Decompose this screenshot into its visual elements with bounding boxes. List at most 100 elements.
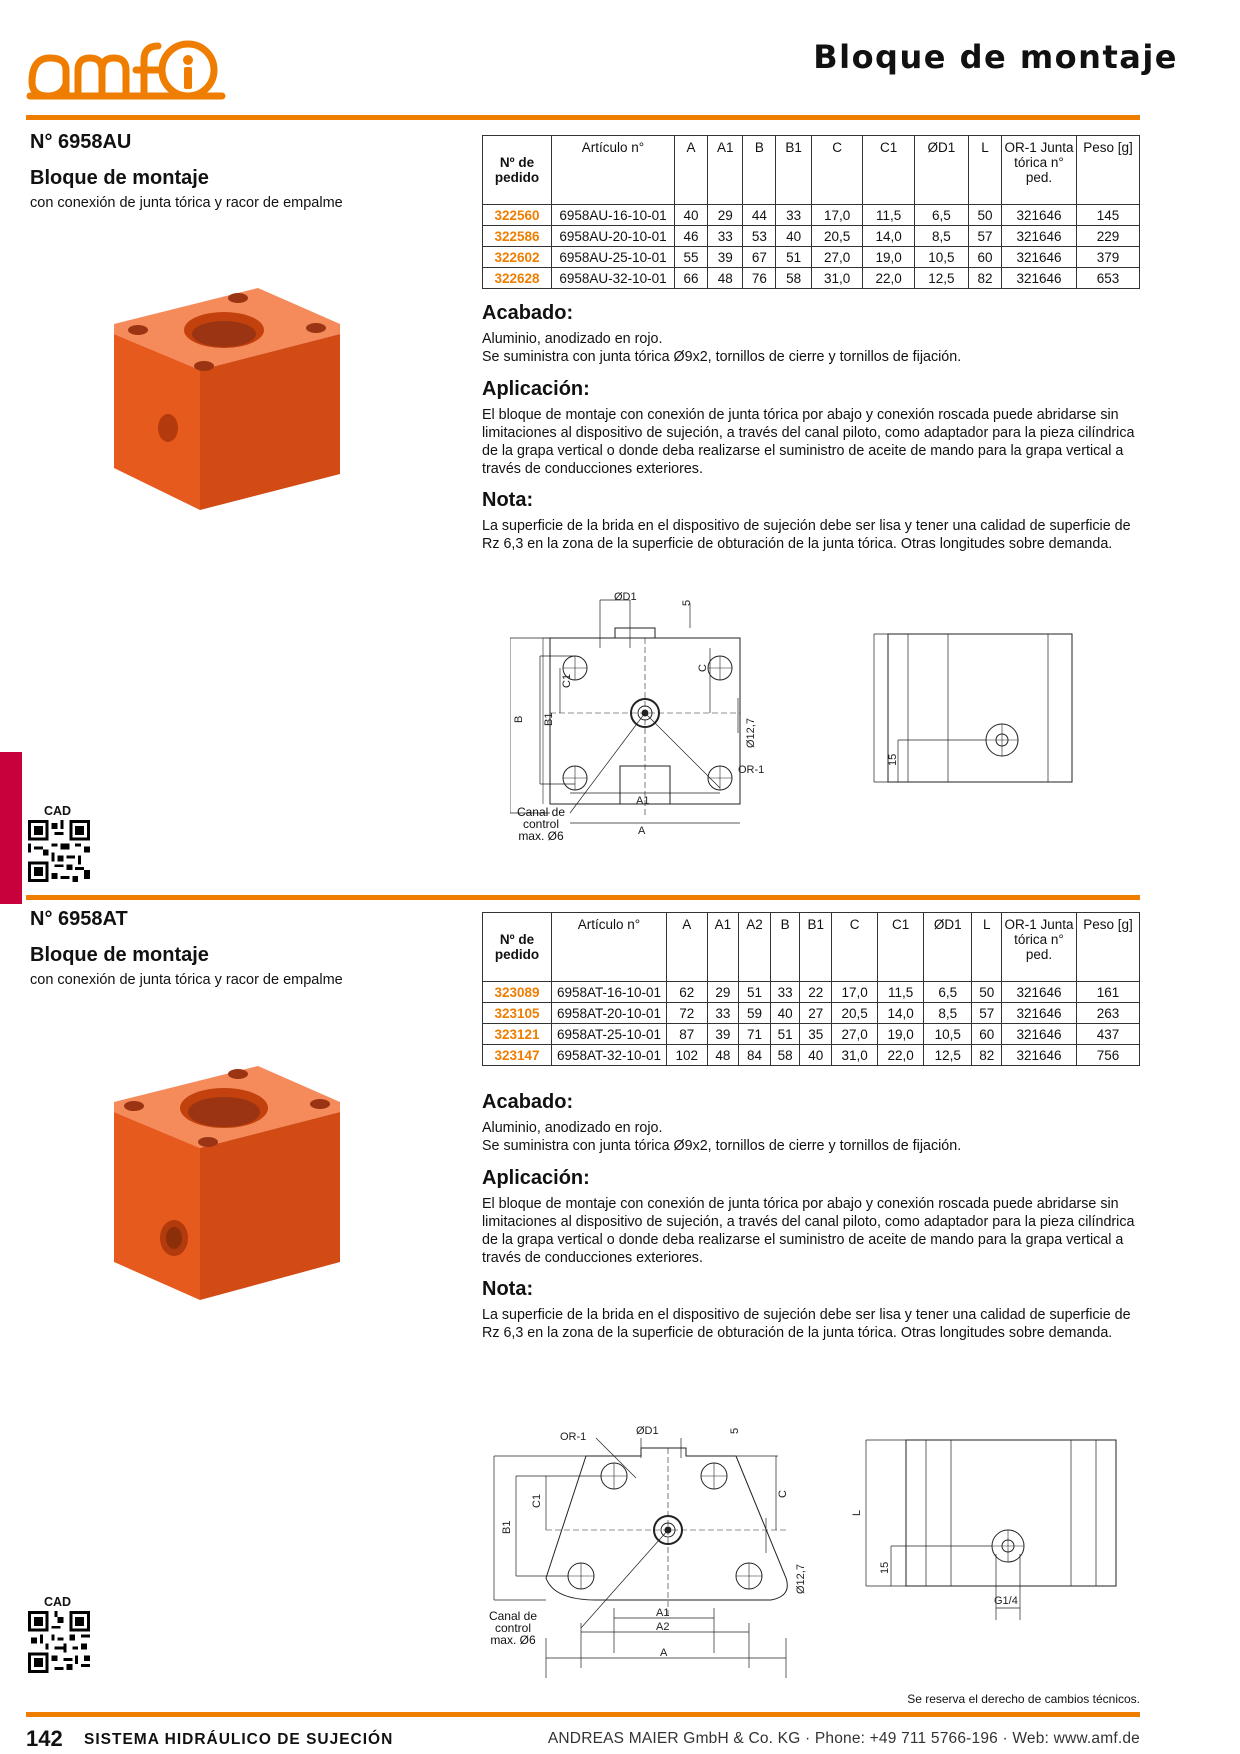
order-code: 323121	[482, 1023, 552, 1045]
table-cell: 50	[967, 204, 1003, 226]
table-cell: 50	[971, 981, 1002, 1003]
dim-label: B1	[501, 1521, 513, 1534]
table-cell: 33	[769, 981, 801, 1003]
table-row: 322628 6958AU-32-10-01 66 48 76 58 31,0 …	[482, 267, 1140, 289]
dim-label: 15	[879, 1562, 891, 1574]
table-cell: 27,0	[831, 1023, 879, 1045]
table-cell: 229	[1076, 225, 1140, 247]
dim-label: A1	[636, 795, 649, 807]
table-cell: 437	[1076, 1023, 1140, 1045]
nota-heading: Nota:	[482, 489, 534, 511]
table-cell: 19,0	[862, 246, 915, 268]
table-cell: 17,0	[831, 981, 879, 1003]
dim-label: OR-1	[560, 1431, 586, 1443]
technical-drawing-side: L 15	[868, 633, 1073, 783]
header-rule	[26, 115, 1140, 120]
table-cell: 8,5	[923, 1002, 973, 1024]
table-row: 323105 6958AT-20-10-01 72 33 59 40 27 20…	[482, 1002, 1140, 1024]
dim-label: Ø12,7	[795, 1564, 806, 1594]
table-cell: 321646	[1001, 246, 1077, 268]
table-header-row: Nº de pedido Artículo n° A A1 A2 B B1 C …	[482, 912, 1140, 982]
table-cell: 17,0	[810, 204, 864, 226]
column-header: Artículo n°	[551, 912, 667, 982]
dim-label: A2	[656, 1621, 669, 1633]
table-cell: 6,5	[923, 981, 973, 1003]
column-header: ØD1	[923, 912, 973, 982]
table-row: 322560 6958AU-16-10-01 40 29 44 33 17,0 …	[482, 204, 1140, 226]
table-cell: 102	[666, 1044, 708, 1066]
column-header: A	[674, 135, 708, 205]
table-cell: 72	[666, 1002, 708, 1024]
table-cell: 57	[967, 225, 1003, 247]
table-cell: 53	[742, 225, 777, 247]
aplicacion-text: El bloque de montaje con conexión de jun…	[482, 407, 1135, 477]
table-header-row: Nº de pedido Artículo n° A A1 B B1 C C1 …	[482, 135, 1140, 205]
cad-qr-code[interactable]	[28, 1611, 90, 1673]
dim-label: B	[513, 716, 525, 723]
dim-label: C	[697, 664, 709, 672]
table-row: 323147 6958AT-32-10-01 102 48 84 58 40 3…	[482, 1044, 1140, 1066]
table-cell: 8,5	[913, 225, 969, 247]
table-cell: 6958AT-25-10-01	[551, 1023, 667, 1045]
table-cell: 33	[775, 204, 812, 226]
article-number: N° 6958AT	[30, 908, 128, 930]
dim-label: B	[486, 1527, 489, 1534]
dim-label: A	[660, 1647, 668, 1659]
order-code: 323089	[482, 981, 552, 1003]
table-cell: 66	[674, 267, 708, 289]
dim-label: A1	[656, 1607, 669, 1619]
aplicacion-heading: Aplicación:	[482, 1167, 590, 1189]
table-cell: 321646	[1001, 1002, 1077, 1024]
product-description: con conexión de junta tórica y racor de …	[30, 972, 343, 988]
table-cell: 40	[769, 1002, 801, 1024]
table-cell: 321646	[1001, 1023, 1077, 1045]
table-cell: 6958AU-20-10-01	[551, 225, 675, 247]
table-cell: 145	[1076, 204, 1140, 226]
table-cell: 40	[775, 225, 812, 247]
acabado-line: Se suministra con junta tórica Ø9x2, tor…	[482, 349, 962, 365]
dim-label: C1	[531, 1494, 543, 1508]
footer-section: SISTEMA HIDRÁULICO DE SUJECIÓN	[84, 1731, 394, 1748]
table-cell: 10,5	[923, 1023, 973, 1045]
technical-drawing-front: ØD1 5 C C1 B B1 Ø12,7 OR-1 A1 A	[510, 591, 764, 837]
table-cell: 58	[769, 1044, 801, 1066]
table-cell: 19,0	[877, 1023, 925, 1045]
product-description: con conexión de junta tórica y racor de …	[30, 195, 343, 211]
dim-label: C1	[561, 674, 573, 688]
table-cell: 48	[706, 1044, 740, 1066]
dim-label: B1	[543, 713, 555, 726]
table-cell: 20,5	[831, 1002, 879, 1024]
cad-qr-code[interactable]	[28, 820, 90, 882]
amf-logo	[26, 40, 226, 100]
table-cell: 10,5	[913, 246, 969, 268]
canal-line: Canal de	[516, 805, 566, 819]
table-cell: 60	[967, 246, 1003, 268]
column-header: A	[666, 912, 708, 982]
table-cell: 22,0	[877, 1044, 925, 1066]
table-cell: 59	[738, 1002, 771, 1024]
table-cell: 51	[738, 981, 771, 1003]
table-cell: 27	[799, 1002, 833, 1024]
aplicacion-heading: Aplicación:	[482, 378, 590, 400]
order-code: 323147	[482, 1044, 552, 1066]
cad-label: CAD	[44, 1595, 72, 1609]
table-cell: 31,0	[831, 1044, 879, 1066]
table-cell: 29	[706, 204, 744, 226]
canal-line: max. Ø6	[490, 1633, 536, 1647]
table-cell: 40	[674, 204, 708, 226]
column-header: L	[971, 912, 1002, 982]
table-cell: 67	[742, 246, 777, 268]
table-cell: 11,5	[862, 204, 915, 226]
nota-text: La superficie de la brida en el disposit…	[482, 1307, 1131, 1341]
dim-label: 5	[681, 600, 693, 606]
table-cell: 653	[1076, 267, 1140, 289]
column-header: C1	[862, 135, 915, 205]
dim-label: ØD1	[636, 1425, 659, 1437]
dim-label: 15	[887, 754, 899, 766]
column-header: B	[769, 912, 801, 982]
table-cell: 55	[674, 246, 708, 268]
order-code: 322602	[482, 246, 552, 268]
table-cell: 82	[967, 267, 1003, 289]
table-cell: 51	[769, 1023, 801, 1045]
table-cell: 321646	[1001, 204, 1077, 226]
